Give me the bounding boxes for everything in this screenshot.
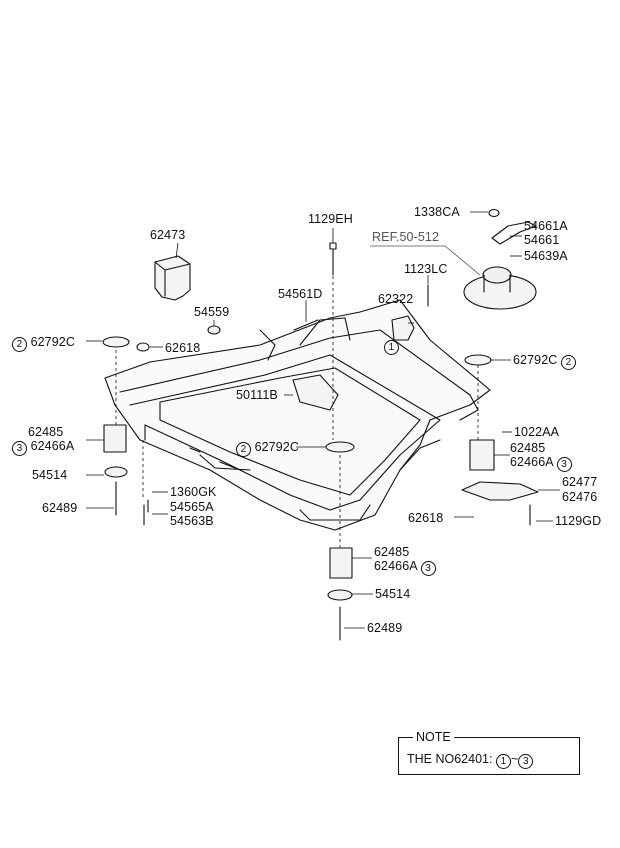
label-62489-left: 62489 [42, 501, 78, 515]
label-1022AA: 1022AA [514, 425, 560, 439]
label-54565A: 54565A [170, 500, 214, 514]
right-mount [461, 354, 539, 526]
label-50111B: 50111B [236, 388, 278, 402]
marker-2-left: 2 [12, 337, 27, 352]
note-marker-from: 1 [495, 754, 511, 769]
note-text: THE NO62401: 1~3 [407, 752, 534, 769]
label-54661: 54661 [524, 233, 560, 247]
label-54514-left: 54514 [32, 468, 68, 482]
label-ref: REF.50-512 [372, 230, 440, 244]
label-1129GD: 1129GD [555, 514, 602, 528]
marker-3-left: 3 [12, 441, 27, 456]
nut-62618-left [136, 342, 150, 352]
bracket-62473 [154, 255, 191, 301]
nut-54559 [207, 325, 221, 335]
label-62322: 62322 [378, 292, 414, 306]
note-box: NOTE THE NO62401: 1~3 [398, 730, 580, 775]
note-marker-to: 3 [518, 754, 534, 769]
bracket-50111B [292, 374, 339, 411]
label-1123LC: 1123LC [404, 262, 448, 276]
label-62792C-center: 2 62792C [236, 440, 299, 457]
label-62466A-bottom-text: 62466A [374, 559, 418, 573]
label-54559: 54559 [194, 305, 230, 319]
arm-54661 [491, 221, 537, 245]
note-sep: ~ [510, 752, 519, 766]
center-mount [325, 441, 355, 641]
label-54514-bottom: 54514 [375, 587, 411, 601]
label-62466A-left: 3 62466A [12, 439, 74, 456]
label-62618-left: 62618 [165, 341, 201, 355]
label-54639A: 54639A [524, 249, 568, 263]
bolt-54565A [143, 499, 149, 526]
label-62792C-center-text: 62792C [254, 440, 299, 454]
label-62618-right: 62618 [408, 511, 444, 525]
marker-2-center: 2 [236, 442, 251, 457]
label-62473: 62473 [150, 228, 186, 242]
left-mount [102, 336, 130, 516]
label-62485-left: 62485 [12, 425, 63, 439]
label-62792C-right-text: 62792C [513, 353, 558, 367]
marker-3-bottom: 3 [420, 561, 436, 576]
label-54563B: 54563B [170, 514, 214, 528]
label-62477: 62477 [562, 475, 598, 489]
label-62466A-right-text: 62466A [510, 455, 554, 469]
note-title: NOTE [413, 730, 454, 744]
label-1360GK: 1360GK [170, 485, 217, 499]
label-62466A-left-text: 62466A [30, 439, 75, 453]
label-1338CA: 1338CA [414, 205, 460, 219]
marker-3-right: 3 [556, 457, 572, 472]
label-62485-bottom: 62485 [374, 545, 410, 559]
label-54561D: 54561D [278, 287, 323, 301]
label-62466A-right: 62466A 3 [510, 455, 572, 472]
label-1129EH: 1129EH [308, 212, 353, 226]
label-62485-right: 62485 [510, 441, 546, 455]
crossmember-frame [104, 299, 491, 531]
clip-62322 [391, 315, 415, 341]
marker-1: 1 [384, 340, 399, 355]
label-62792C-left: 2 62792C [12, 335, 75, 352]
label-62466A-bottom: 62466A 3 [374, 559, 436, 576]
label-62485-left-text: 62485 [28, 425, 64, 439]
label-62792C-left-text: 62792C [30, 335, 75, 349]
label-62792C-right: 62792C 2 [513, 353, 576, 370]
mount-54639A [463, 266, 537, 310]
label-54661A: 54661A [524, 219, 568, 233]
nut-1338CA [488, 208, 500, 218]
label-marker-1: 1 [384, 338, 399, 355]
bolt-54561D [293, 319, 319, 331]
marker-2-right: 2 [560, 355, 576, 370]
note-prefix: THE NO62401: [407, 752, 493, 766]
label-62476: 62476 [562, 490, 598, 504]
label-62489-bottom: 62489 [367, 621, 403, 635]
